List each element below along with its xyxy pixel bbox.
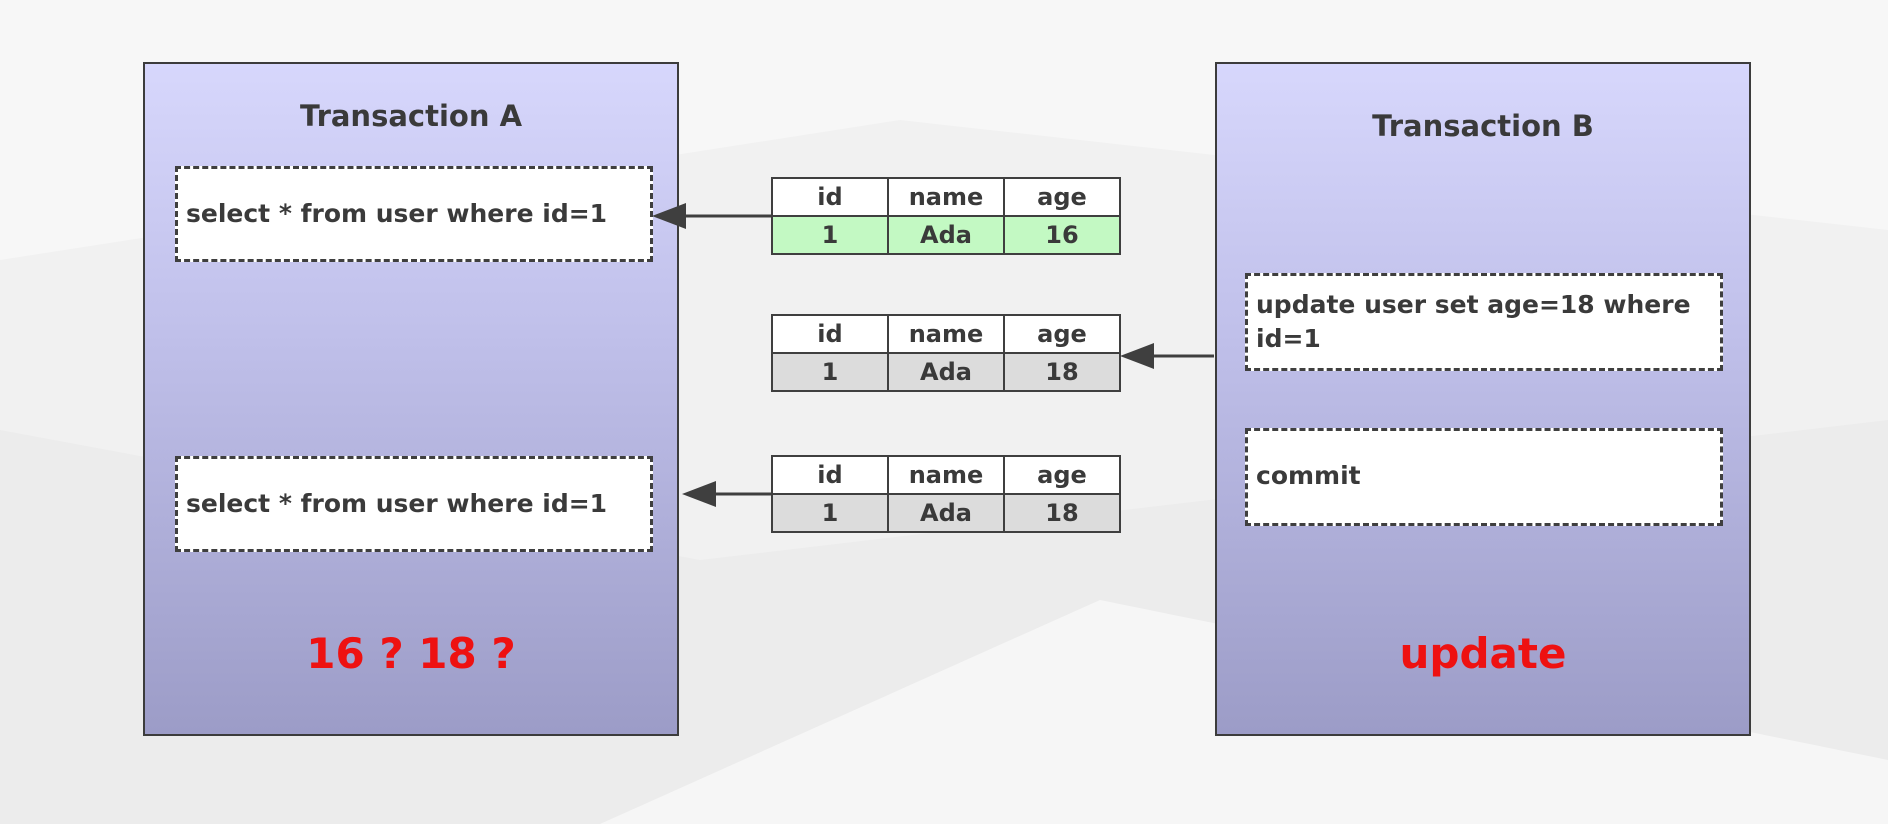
transaction-b-update-statement: update user set age=18 where id=1 [1245, 273, 1723, 371]
row-table-updated: id name age 1 Ada 18 [771, 314, 1121, 392]
row-table-initial: id name age 1 Ada 16 [771, 177, 1121, 255]
transaction-a-verdict: 16 ? 18 ? [306, 629, 516, 678]
cell-id: 1 [771, 215, 889, 255]
column-header-id: id [771, 455, 889, 495]
column-header-name: name [887, 455, 1005, 495]
column-header-id: id [771, 177, 889, 217]
column-header-name: name [887, 314, 1005, 354]
transaction-b-title: Transaction B [1372, 109, 1594, 143]
transaction-a-second-select: select * from user where id=1 [175, 456, 653, 552]
column-header-age: age [1003, 177, 1121, 217]
arrow-to-first-select-head [652, 203, 686, 229]
row-table-reread: id name age 1 Ada 18 [771, 455, 1121, 533]
cell-id: 1 [771, 493, 889, 533]
transaction-b-commit-statement: commit [1245, 428, 1723, 526]
transaction-a-title: Transaction A [299, 99, 523, 133]
column-header-name: name [887, 177, 1005, 217]
transaction-b-verdict: update [1399, 629, 1567, 678]
cell-age: 18 [1003, 352, 1121, 392]
cell-name: Ada [887, 493, 1005, 533]
arrow-to-second-select-head [682, 481, 716, 507]
transaction-a-panel: Transaction A select * from user where i… [143, 62, 679, 736]
transaction-a-first-select: select * from user where id=1 [175, 166, 653, 262]
cell-name: Ada [887, 352, 1005, 392]
column-header-age: age [1003, 455, 1121, 495]
cell-age: 16 [1003, 215, 1121, 255]
arrow-to-updated-row-head [1120, 343, 1154, 369]
cell-name: Ada [887, 215, 1005, 255]
column-header-id: id [771, 314, 889, 354]
transaction-b-panel: Transaction B update user set age=18 whe… [1215, 62, 1751, 736]
cell-age: 18 [1003, 493, 1121, 533]
cell-id: 1 [771, 352, 889, 392]
column-header-age: age [1003, 314, 1121, 354]
